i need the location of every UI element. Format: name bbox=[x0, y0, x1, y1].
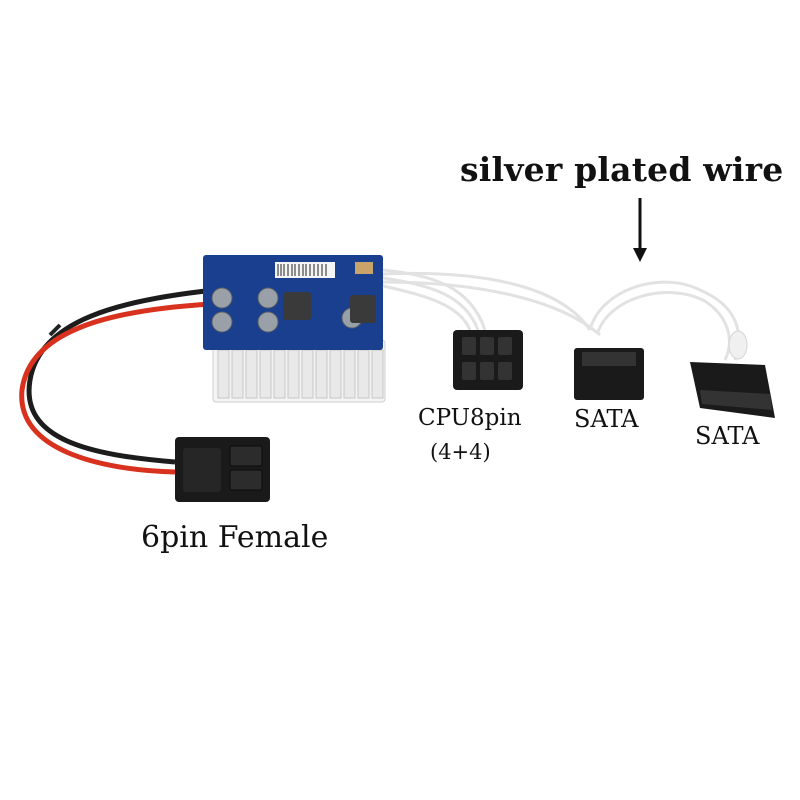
pin-slot bbox=[231, 349, 244, 399]
pin-slot bbox=[245, 349, 258, 399]
cpu-connector-sub-label: (4+4) bbox=[430, 440, 491, 464]
sata-label-1: SATA bbox=[574, 405, 639, 433]
cpu-8pin-connector bbox=[453, 330, 523, 390]
silver-plated-wires bbox=[382, 268, 741, 361]
atx-24pin-connector bbox=[212, 339, 386, 403]
six-pin-female-connector bbox=[175, 437, 270, 502]
pcb-board bbox=[203, 255, 383, 350]
power-input-wires bbox=[19, 287, 216, 475]
sata-connector-1 bbox=[574, 348, 644, 400]
pin-slot bbox=[329, 349, 342, 399]
six-pin-label: 6pin Female bbox=[141, 520, 329, 555]
pin-slot bbox=[217, 349, 230, 399]
sata-label-2: SATA bbox=[695, 422, 760, 450]
cpu-connector-label: CPU8pin bbox=[418, 405, 522, 431]
sata-connector-2 bbox=[690, 362, 775, 418]
wire-sleeves bbox=[728, 330, 748, 360]
pin-slot bbox=[259, 349, 272, 399]
pin-slot bbox=[315, 349, 328, 399]
arrow-down-icon bbox=[633, 198, 647, 262]
pin-slot bbox=[301, 349, 314, 399]
pin-slot bbox=[287, 349, 300, 399]
pin-slot bbox=[273, 349, 286, 399]
pin-slot bbox=[343, 349, 356, 399]
pin-slot bbox=[357, 349, 370, 399]
silver-wire-label: silver plated wire bbox=[460, 150, 784, 189]
pin-slot bbox=[371, 349, 384, 399]
